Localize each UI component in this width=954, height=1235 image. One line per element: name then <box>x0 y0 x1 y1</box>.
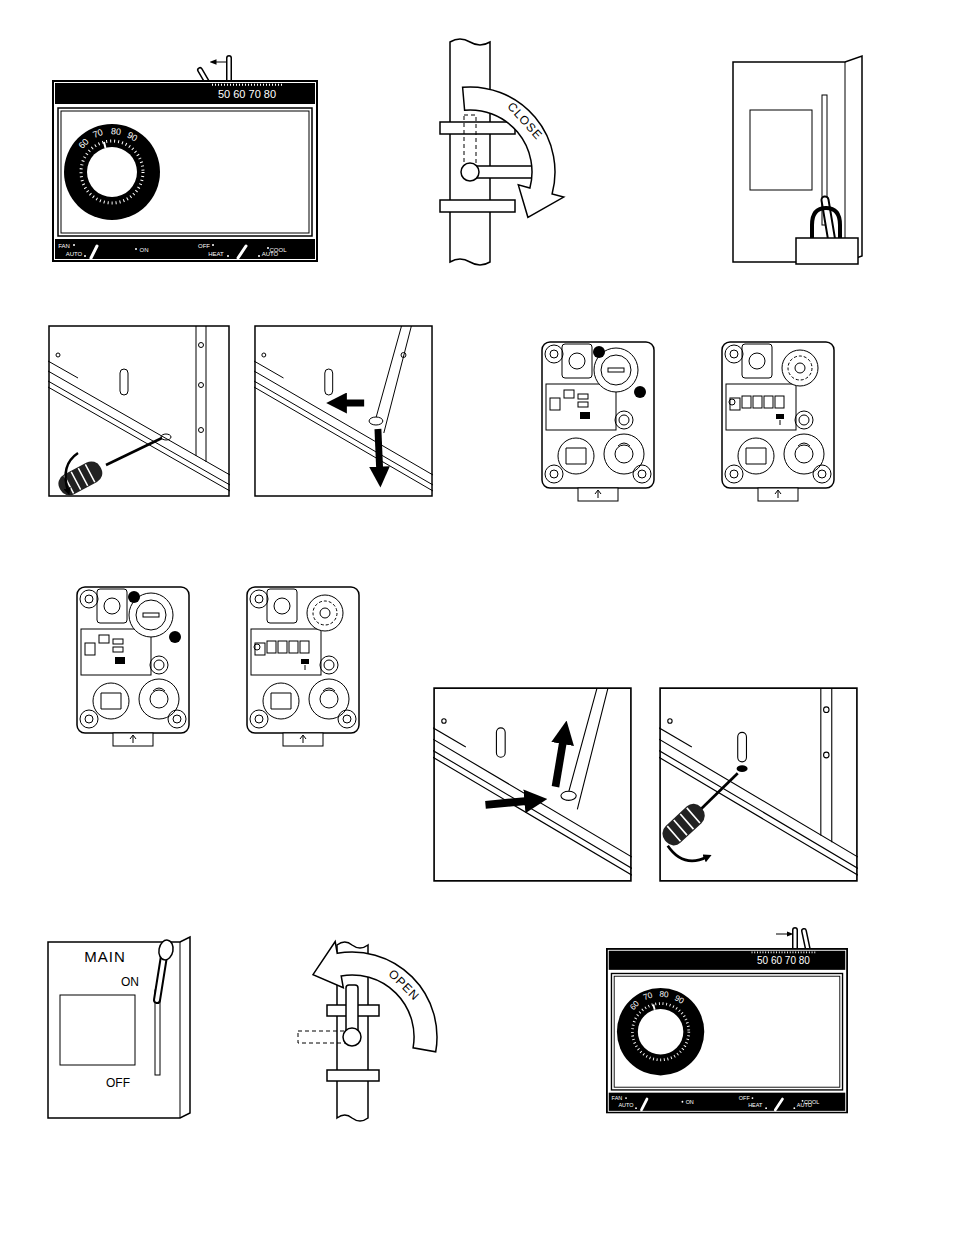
gas-valve-close <box>440 39 564 265</box>
dial-number: 70 <box>642 992 653 1003</box>
gas-control <box>77 587 189 746</box>
switch-label: MAIN <box>84 949 126 964</box>
gas-valve-open <box>298 942 437 1122</box>
panel-replace <box>433 688 632 881</box>
dial-number: 90 <box>125 131 138 144</box>
switch-label: ON <box>686 1100 694 1105</box>
panel-remove <box>254 326 433 496</box>
switch-label: OFF <box>198 243 210 249</box>
main-switch <box>48 937 190 1118</box>
panel-screw <box>48 326 230 499</box>
switch-label: FAN <box>612 1096 623 1101</box>
dial-number: 60 <box>77 137 90 150</box>
gas-control <box>542 342 654 501</box>
switch-label: AUTO <box>797 1104 812 1109</box>
thermostat <box>607 930 847 1113</box>
disconnect-switch <box>733 56 862 264</box>
scale-label: 50 60 70 80 <box>218 89 276 100</box>
switch-label: FAN <box>58 243 70 249</box>
switch-label: AUTO <box>618 1104 633 1109</box>
dial-number: 60 <box>629 1000 641 1012</box>
switch-label: ON <box>140 247 149 253</box>
gas-control <box>247 587 359 746</box>
switch-label: AUTO <box>262 251 279 257</box>
scale-label: 50 60 70 80 <box>757 956 810 966</box>
switch-label: OFF <box>739 1096 750 1101</box>
dial-number: 90 <box>673 994 685 1006</box>
panel-screw <box>658 688 858 881</box>
dial-number: 70 <box>92 128 104 140</box>
direction-label: CLOSE <box>505 100 544 142</box>
switch-label: ON <box>121 976 139 988</box>
dial-number: 80 <box>110 127 121 137</box>
switch-label: HEAT <box>748 1104 762 1109</box>
dial-number: 80 <box>659 991 669 1000</box>
switch-label: AUTO <box>66 251 83 257</box>
switch-label: HEAT <box>208 251 224 257</box>
direction-label: OPEN <box>386 967 421 1002</box>
switch-label: OFF <box>106 1077 130 1089</box>
gas-control <box>722 342 834 501</box>
thermostat <box>53 58 317 261</box>
